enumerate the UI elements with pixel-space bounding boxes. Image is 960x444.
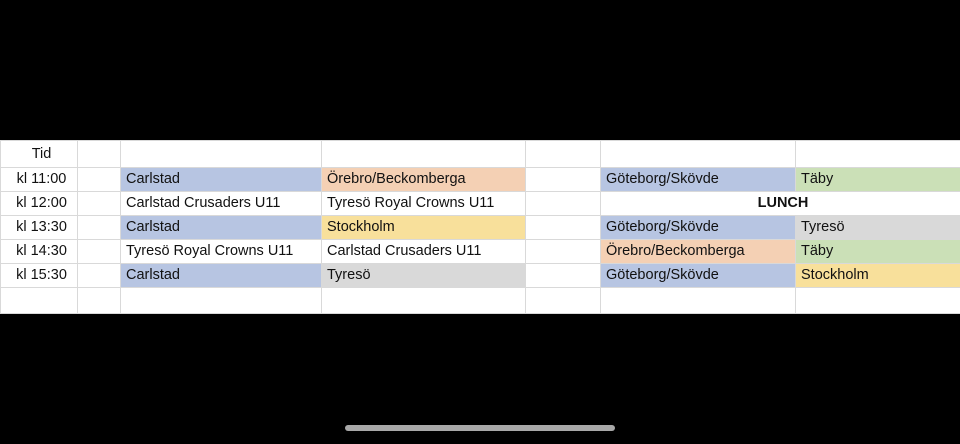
header-cell-c[interactable] [120,140,322,168]
cell-gap2[interactable] [525,215,601,240]
cell-gap1[interactable] [77,239,121,264]
cell-gap2[interactable] [525,239,601,264]
cell-gap2[interactable] [525,263,601,288]
cell-away1[interactable] [321,287,526,314]
header-cell-d[interactable] [321,140,526,168]
cell-gap1[interactable] [77,263,121,288]
cell-time[interactable]: kl 15:30 [0,263,78,288]
cell-time[interactable]: kl 11:00 [0,167,78,192]
header-cell-f[interactable] [600,140,796,168]
cell-home1[interactable]: Carlstad [120,215,322,240]
cell-time[interactable] [0,287,78,314]
cell-home2[interactable]: Göteborg/Skövde [600,215,796,240]
cell-away1[interactable]: Carlstad Crusaders U11 [321,239,526,264]
cell-lunch[interactable]: LUNCH [600,191,960,216]
table-row: kl 13:30 Carlstad Stockholm Göteborg/Skö… [0,215,960,240]
cell-home2[interactable]: Göteborg/Skövde [600,263,796,288]
cell-home2[interactable] [600,287,796,314]
cell-home1[interactable]: Tyresö Royal Crowns U11 [120,239,322,264]
table-row: kl 15:30 Carlstad Tyresö Göteborg/Skövde… [0,263,960,288]
table-row: kl 14:30 Tyresö Royal Crowns U11 Carlsta… [0,239,960,264]
header-cell-g[interactable] [795,140,960,168]
spreadsheet-sheet[interactable]: Tid kl 11:00 Carlstad Örebro/Beckomberga… [0,140,960,314]
table-row: kl 12:00 Carlstad Crusaders U11 Tyresö R… [0,191,960,216]
cell-gap1[interactable] [77,191,121,216]
table-header-row: Tid [0,140,960,168]
cell-gap2[interactable] [525,191,601,216]
cell-away2[interactable]: Tyresö [795,215,960,240]
cell-home2[interactable]: Örebro/Beckomberga [600,239,796,264]
cell-home1[interactable]: Carlstad [120,167,322,192]
cell-gap1[interactable] [77,287,121,314]
cell-gap2[interactable] [525,287,601,314]
cell-gap1[interactable] [77,215,121,240]
cell-time[interactable]: kl 14:30 [0,239,78,264]
cell-gap1[interactable] [77,167,121,192]
table-row-empty [0,287,960,314]
home-indicator[interactable] [345,425,615,431]
cell-home1[interactable]: Carlstad Crusaders U11 [120,191,322,216]
header-cell-b[interactable] [77,140,121,168]
cell-away1[interactable]: Stockholm [321,215,526,240]
cell-away2[interactable]: Täby [795,167,960,192]
cell-time[interactable]: kl 12:00 [0,191,78,216]
cell-home1[interactable]: Carlstad [120,263,322,288]
cell-time[interactable]: kl 13:30 [0,215,78,240]
cell-away1[interactable]: Tyresö Royal Crowns U11 [321,191,526,216]
cell-away2[interactable]: Täby [795,239,960,264]
cell-home2[interactable]: Göteborg/Skövde [600,167,796,192]
schedule-table: Tid kl 11:00 Carlstad Örebro/Beckomberga… [0,140,960,314]
cell-gap2[interactable] [525,167,601,192]
cell-away1[interactable]: Tyresö [321,263,526,288]
cell-away2[interactable] [795,287,960,314]
cell-home1[interactable] [120,287,322,314]
cell-away1[interactable]: Örebro/Beckomberga [321,167,526,192]
header-cell-time[interactable]: Tid [0,140,78,168]
table-row: kl 11:00 Carlstad Örebro/Beckomberga Göt… [0,167,960,192]
header-cell-e[interactable] [525,140,601,168]
cell-away2[interactable]: Stockholm [795,263,960,288]
